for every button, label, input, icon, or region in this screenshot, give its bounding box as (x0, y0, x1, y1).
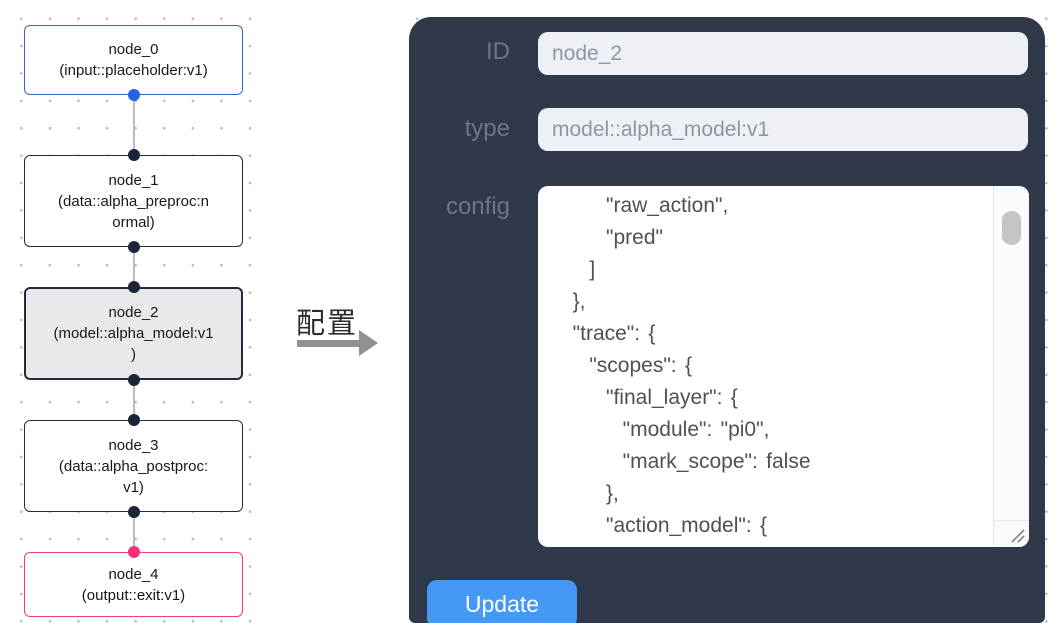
edge-node2-node3 (133, 380, 135, 420)
port-dot-node0-out[interactable] (128, 89, 140, 101)
edge-node3-node4 (133, 512, 135, 552)
flow-node-node2-selected[interactable]: node_2 (model::alpha_model:v1 ) (24, 287, 243, 380)
flow-node-node4[interactable]: node_4 (output::exit:v1) (24, 552, 243, 617)
type-field-label: type (464, 115, 510, 142)
config-textarea[interactable]: "raw_action", "pred" ] }, "trace": { "sc… (538, 186, 1029, 547)
node-config-panel: ID type config "raw_action", "pred" ] },… (409, 17, 1045, 623)
port-dot-node4-in[interactable] (128, 546, 140, 558)
config-json-text[interactable]: "raw_action", "pred" ] }, "trace": { "sc… (572, 194, 811, 537)
port-dot-node3-out[interactable] (128, 506, 140, 518)
flow-node-node1[interactable]: node_1 (data::alpha_preproc:n ormal) (24, 155, 243, 247)
update-button[interactable]: Update (427, 580, 577, 623)
port-dot-node2-in[interactable] (128, 281, 140, 293)
id-field-label: ID (486, 38, 510, 65)
config-annotation-label: 配置 (296, 308, 359, 340)
resize-handle-icon[interactable] (1008, 526, 1026, 544)
edge-node1-node2 (133, 247, 135, 287)
config-field-label: config (445, 193, 510, 220)
type-input[interactable] (538, 108, 1028, 151)
port-dot-node3-in[interactable] (128, 414, 140, 426)
port-dot-node2-out[interactable] (128, 374, 140, 386)
arrow-head (359, 330, 378, 356)
flow-node-node0[interactable]: node_0 (input::placeholder:v1) (24, 25, 243, 95)
scrollbar-thumb[interactable] (1002, 211, 1021, 245)
id-input[interactable] (538, 32, 1028, 75)
edge-node0-node1 (133, 95, 135, 155)
scrollbar-track[interactable] (993, 186, 1029, 547)
port-dot-node1-in[interactable] (128, 149, 140, 161)
arrow-shaft (297, 340, 361, 347)
flow-node-node3[interactable]: node_3 (data::alpha_postproc: v1) (24, 420, 243, 512)
right-arrow-icon (297, 330, 381, 356)
flow-canvas: node_0 (input::placeholder:v1) node_1 (d… (0, 0, 270, 643)
scrollbar-divider (994, 520, 1029, 521)
port-dot-node1-out[interactable] (128, 241, 140, 253)
